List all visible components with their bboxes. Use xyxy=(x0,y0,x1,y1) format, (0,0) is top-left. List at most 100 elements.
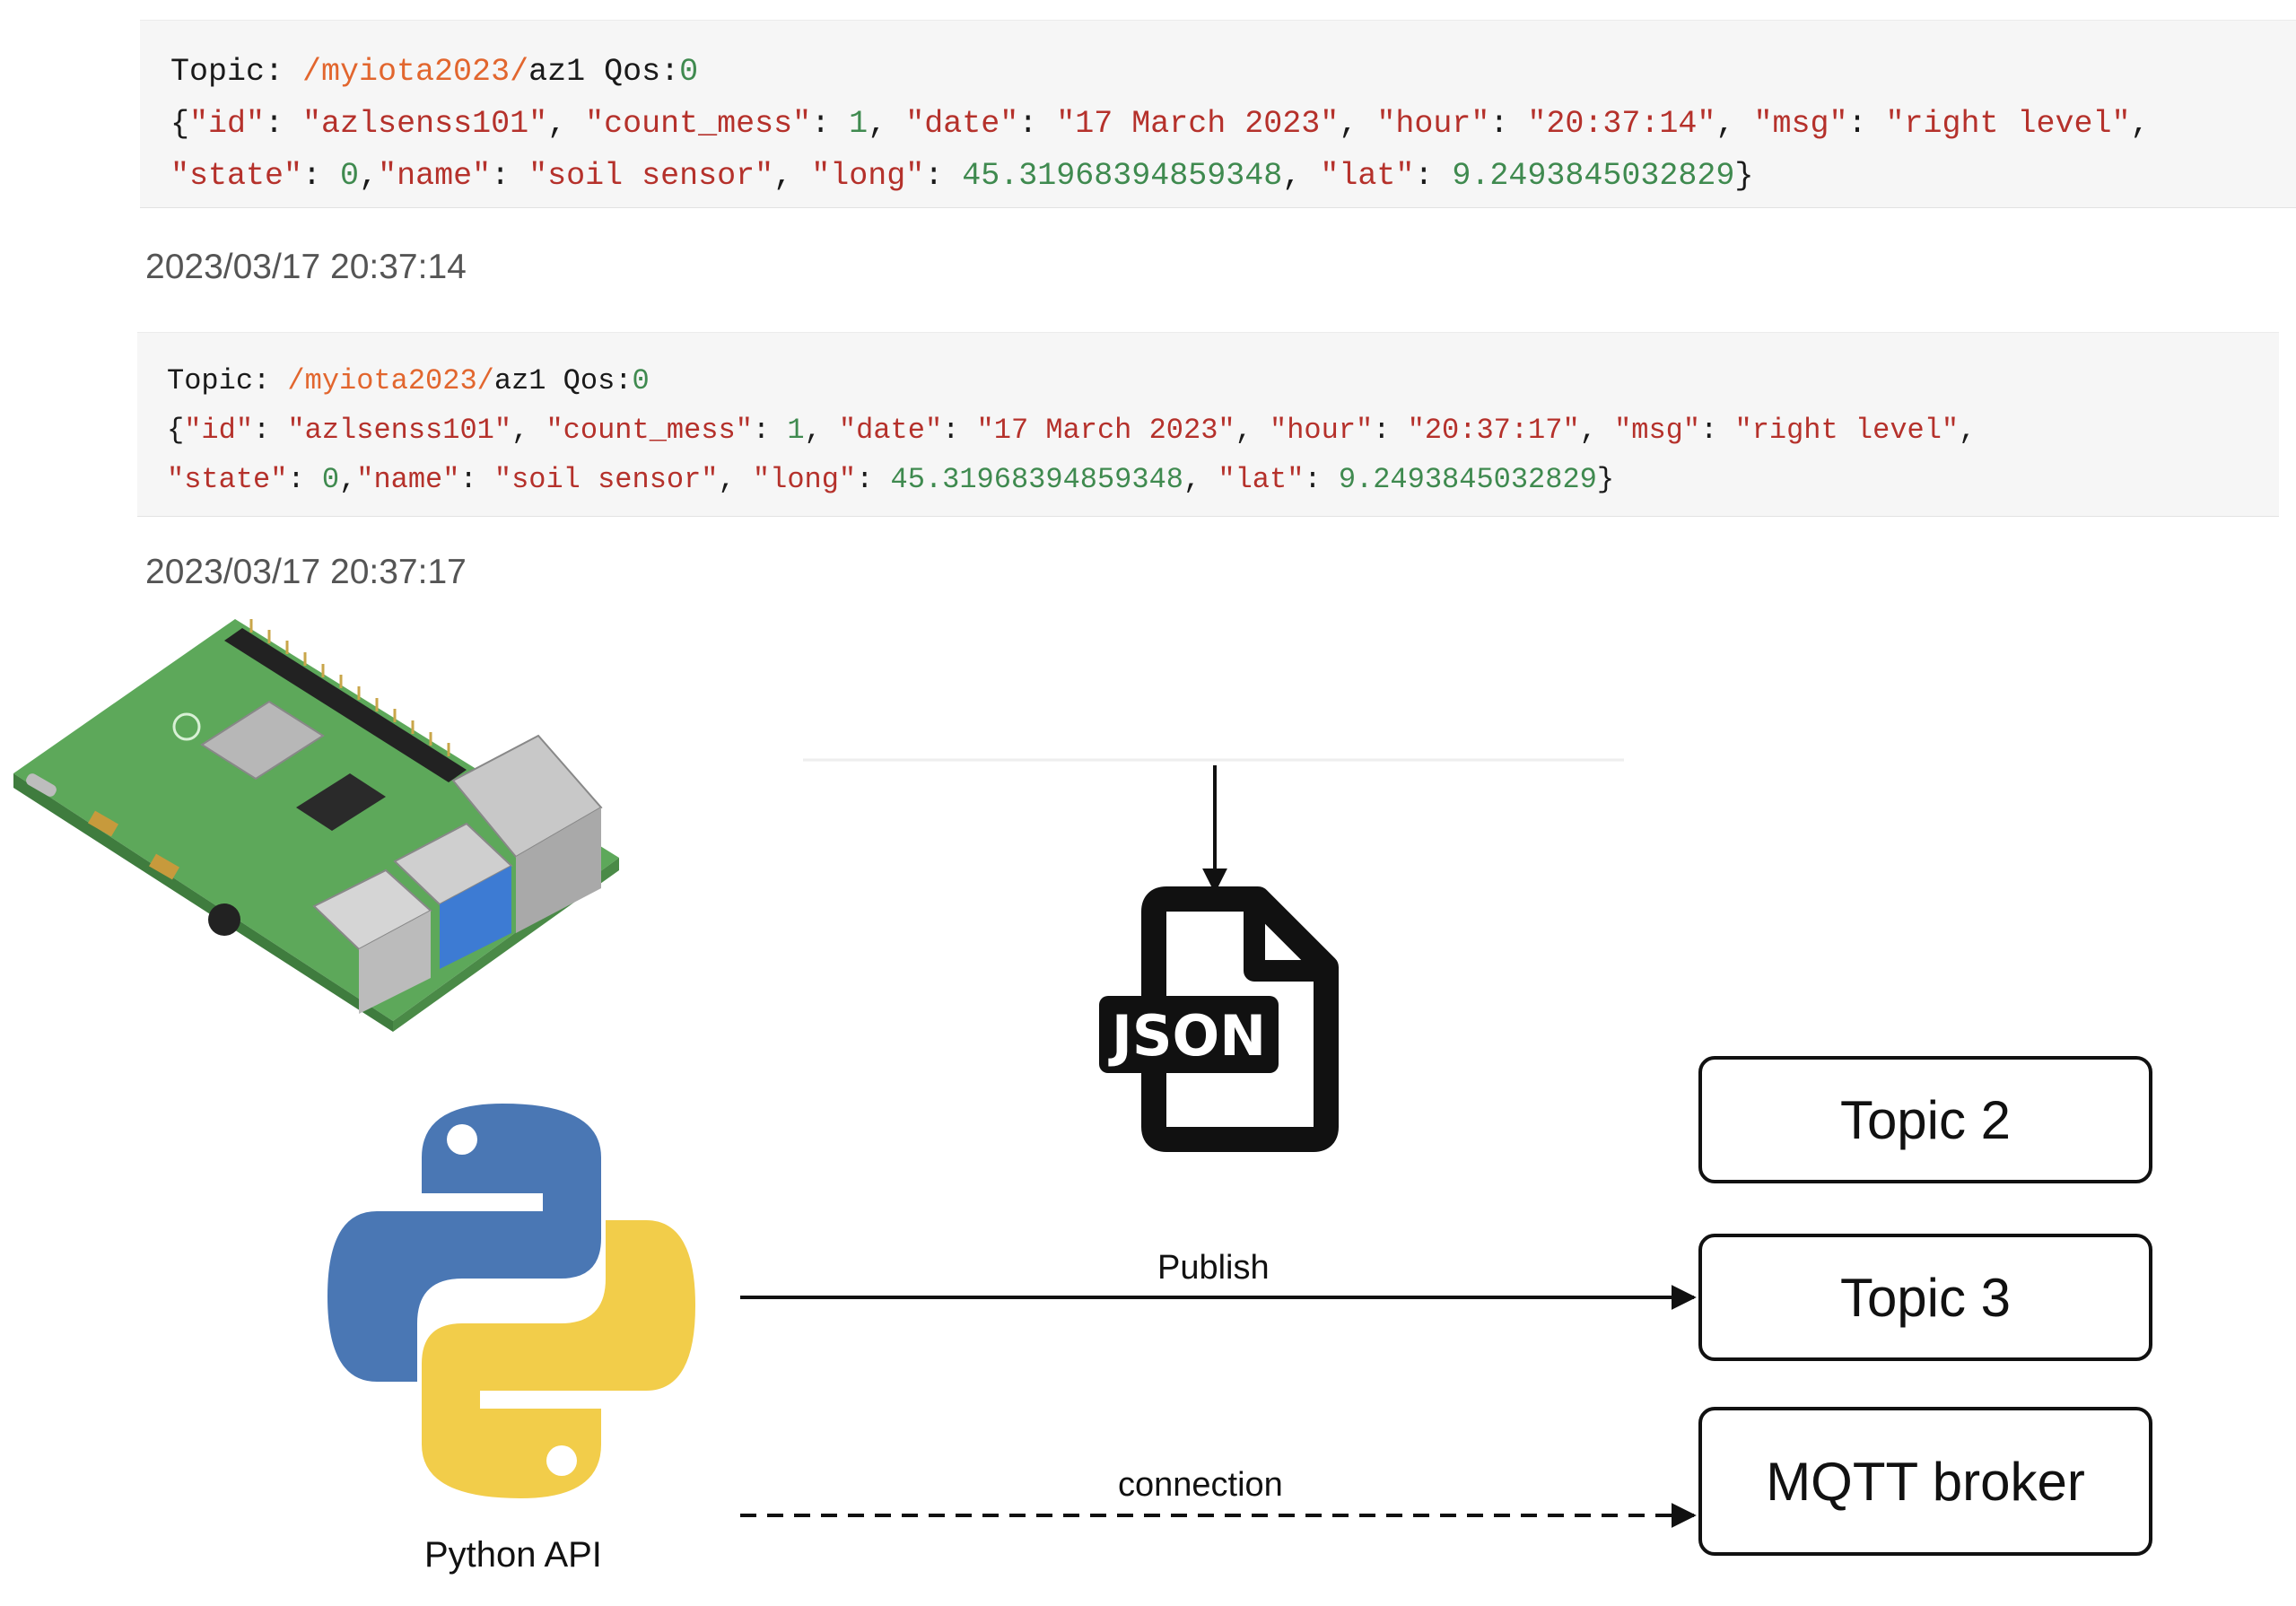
payload-token: : xyxy=(856,463,891,496)
payload-token: , xyxy=(359,158,379,194)
publish-label: Publish xyxy=(1157,1249,1270,1287)
payload-token: "state" xyxy=(170,158,303,194)
payload-token: "name" xyxy=(378,158,492,194)
payload-token: } xyxy=(1596,463,1615,496)
raspberry-pi-board-icon xyxy=(13,619,619,1032)
payload-token: "20:37:17" xyxy=(1407,414,1580,447)
payload-token: : xyxy=(265,106,303,142)
payload-token: : xyxy=(924,158,963,194)
payload-token: : xyxy=(1489,106,1528,142)
payload-token: 1 xyxy=(849,106,869,142)
payload-token: : xyxy=(287,463,322,496)
payload-token: "soil sensor" xyxy=(528,158,774,194)
payload-token: "msg" xyxy=(1614,414,1701,447)
payload-token: "msg" xyxy=(1753,106,1848,142)
payload-token: "20:37:14" xyxy=(1527,106,1716,142)
message-payload-line-2: "state": 0,"name": "soil sensor", "long"… xyxy=(170,150,2296,202)
payload-token: } xyxy=(1734,158,1754,194)
payload-token: : xyxy=(942,414,977,447)
json-icon-text: JSON xyxy=(1108,1003,1266,1069)
payload-token: , xyxy=(773,158,812,194)
message-timestamp: 2023/03/17 20:37:17 xyxy=(145,553,467,591)
payload-token: : xyxy=(1414,158,1453,194)
payload-token: , xyxy=(804,414,839,447)
payload-token: "azlsenss101" xyxy=(287,414,512,447)
payload-token: : xyxy=(1373,414,1408,447)
payload-token: , xyxy=(2130,106,2150,142)
payload-token: : xyxy=(253,414,288,447)
payload-token: { xyxy=(170,106,190,142)
topic-name: az1 xyxy=(528,54,586,90)
topic-name: az1 xyxy=(493,364,546,397)
payload-token: : xyxy=(811,106,850,142)
payload-token: "hour" xyxy=(1376,106,1490,142)
qos-label: Qos: xyxy=(585,54,680,90)
payload-token: , xyxy=(868,106,906,142)
payload-token: : xyxy=(459,463,494,496)
json-file-icon: JSON xyxy=(1099,886,1339,1152)
payload-token: "count_mess" xyxy=(585,106,812,142)
payload-token: "lat" xyxy=(1218,463,1305,496)
topic-label: Topic: xyxy=(167,364,288,397)
payload-token: { xyxy=(167,414,185,447)
topic-label: Topic: xyxy=(170,54,303,90)
payload-token: "azlsenss101" xyxy=(302,106,548,142)
mqtt-message-1: Topic: /myiota2023/az1 Qos:0 {"id": "azl… xyxy=(140,20,2296,208)
payload-token: "right level" xyxy=(1885,106,2131,142)
message-timestamp: 2023/03/17 20:37:14 xyxy=(145,248,467,286)
payload-token: : xyxy=(752,414,788,447)
message-topic-line: Topic: /myiota2023/az1 Qos:0 xyxy=(167,356,2279,406)
qos-value: 0 xyxy=(632,364,650,397)
payload-token: , xyxy=(1579,414,1615,447)
connection-label: connection xyxy=(1118,1466,1283,1504)
payload-token: "hour" xyxy=(1270,414,1374,447)
payload-token: "17 March 2023" xyxy=(1056,106,1340,142)
topic-path: /myiota2023/ xyxy=(302,54,529,90)
mqtt-broker-node: MQTT broker xyxy=(1698,1407,2152,1556)
topic-3-node: Topic 3 xyxy=(1698,1234,2152,1361)
payload-token: 9.2493845032829 xyxy=(1338,463,1597,496)
payload-token: , xyxy=(1339,106,1377,142)
payload-token: , xyxy=(1235,414,1270,447)
mqtt-message-2: Topic: /myiota2023/az1 Qos:0 {"id": "azl… xyxy=(137,332,2279,517)
payload-token: 45.31968394859348 xyxy=(890,463,1183,496)
payload-token: "date" xyxy=(905,106,1019,142)
payload-token: , xyxy=(547,106,586,142)
payload-token: , xyxy=(718,463,753,496)
message-payload-line-1: {"id": "azlsenss101", "count_mess": 1, "… xyxy=(167,406,2279,455)
payload-token: : xyxy=(1018,106,1057,142)
payload-token: : xyxy=(1304,463,1339,496)
python-api-label: Python API xyxy=(424,1535,602,1575)
topic-path: /myiota2023/ xyxy=(287,364,494,397)
payload-token: 0 xyxy=(321,463,340,496)
payload-token: "long" xyxy=(752,463,857,496)
payload-token: , xyxy=(1715,106,1754,142)
payload-token: 1 xyxy=(787,414,805,447)
payload-token: "name" xyxy=(356,463,460,496)
qos-label: Qos: xyxy=(546,364,633,397)
payload-token: , xyxy=(1282,158,1321,194)
payload-token: 9.2493845032829 xyxy=(1452,158,1735,194)
payload-token: "state" xyxy=(167,463,288,496)
python-logo-icon xyxy=(327,1104,695,1498)
payload-token: "lat" xyxy=(1320,158,1415,194)
message-topic-line: Topic: /myiota2023/az1 Qos:0 xyxy=(170,46,2296,98)
payload-token: "right level" xyxy=(1734,414,1960,447)
payload-token: 45.31968394859348 xyxy=(962,158,1283,194)
payload-token: , xyxy=(1183,463,1218,496)
payload-token: 0 xyxy=(340,158,360,194)
payload-token: "soil sensor" xyxy=(493,463,719,496)
qos-value: 0 xyxy=(679,54,699,90)
payload-token: : xyxy=(1847,106,1886,142)
payload-token: "long" xyxy=(811,158,925,194)
topic-2-node: Topic 2 xyxy=(1698,1056,2152,1183)
payload-token: , xyxy=(339,463,357,496)
payload-token: "date" xyxy=(838,414,943,447)
payload-token: , xyxy=(511,414,546,447)
payload-token: "id" xyxy=(184,414,254,447)
payload-token: "17 March 2023" xyxy=(976,414,1235,447)
payload-token: "count_mess" xyxy=(546,414,753,447)
payload-token: "id" xyxy=(189,106,266,142)
payload-token: : xyxy=(302,158,341,194)
